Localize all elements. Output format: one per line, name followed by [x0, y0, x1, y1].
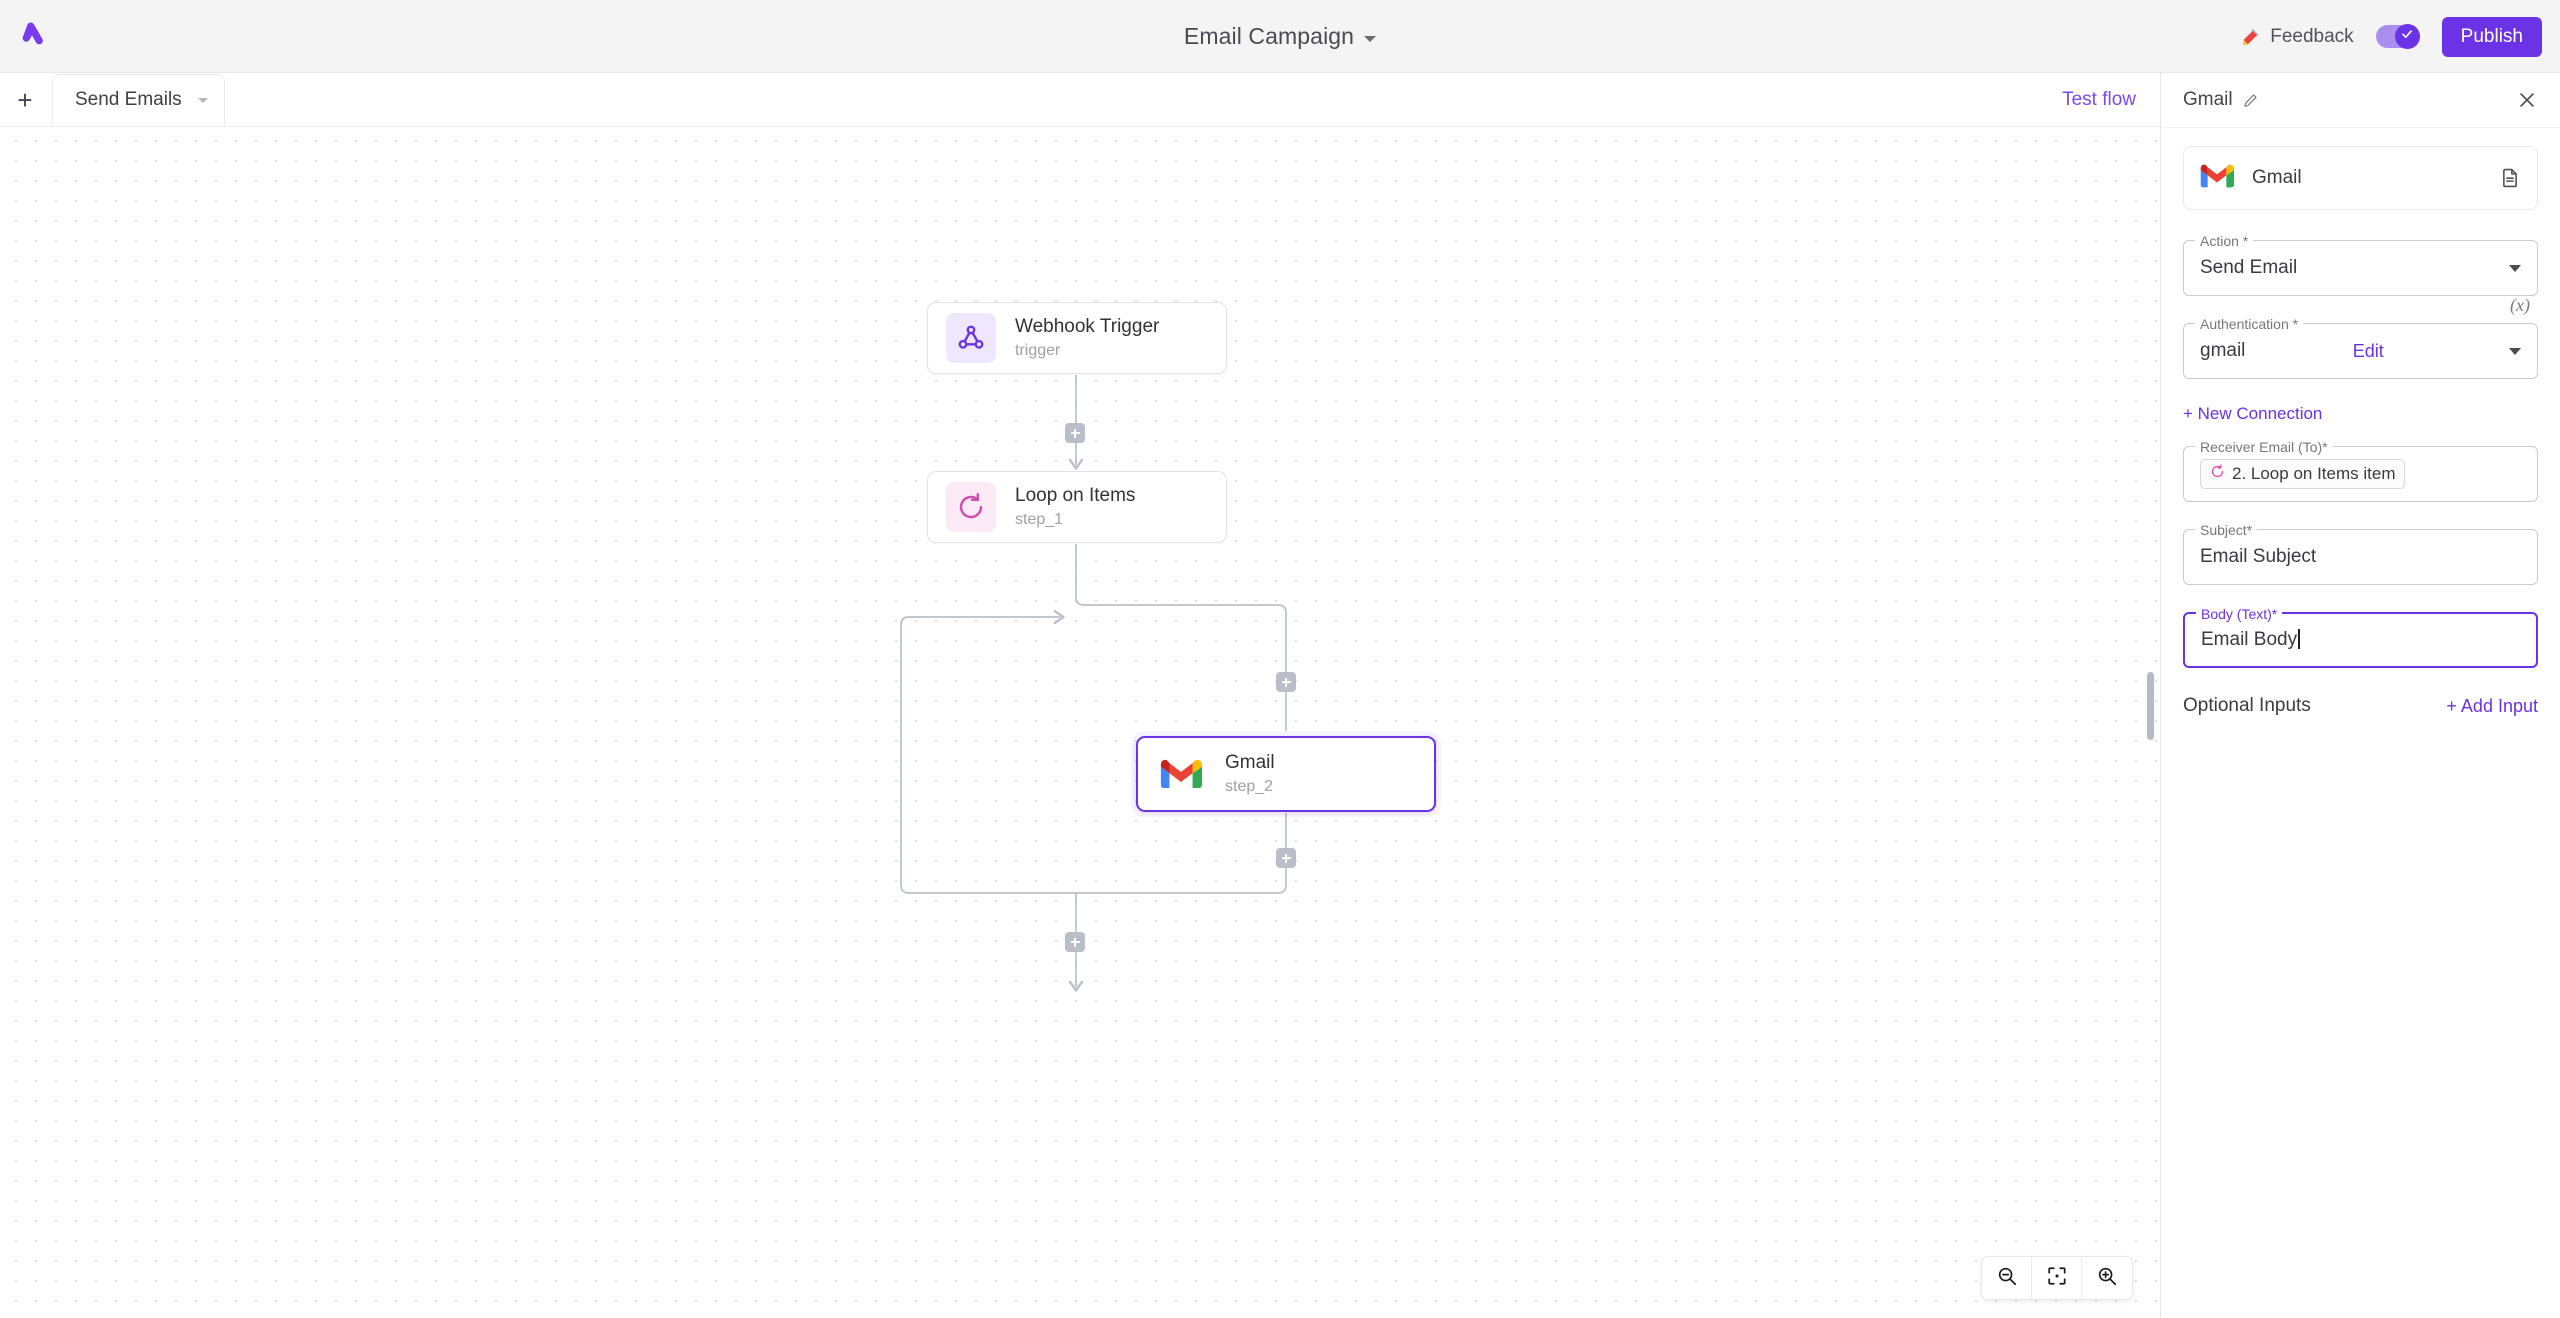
panel-title: Gmail [2183, 89, 2233, 110]
action-value: Send Email [2200, 257, 2298, 278]
authentication-value: gmail [2200, 340, 2246, 361]
feedback-label: Feedback [2270, 25, 2354, 47]
body-text-field[interactable]: Body (Text)* Email Body [2183, 606, 2538, 668]
zoom-in-button[interactable] [2082, 1257, 2132, 1299]
piece-name: Gmail [2252, 167, 2302, 188]
node-subtitle: step_1 [1015, 510, 1064, 528]
webhook-icon [946, 313, 996, 363]
step-settings-panel: Gmail Gmail [2160, 73, 2560, 1318]
node-text: Loop on Items step_1 [1015, 484, 1136, 528]
body-text-value: Email Body [2201, 629, 2300, 651]
optional-inputs-row: Optional Inputs + Add Input [2183, 695, 2538, 717]
tab-label: Send Emails [75, 89, 182, 110]
gmail-icon [2200, 163, 2234, 194]
action-select[interactable]: Action * Send Email [2183, 233, 2538, 296]
fit-view-icon [2046, 1265, 2068, 1292]
body-text-label: Body (Text)* [2196, 606, 2283, 622]
panel-body: Gmail Action * Send Email (x) Authentica… [2161, 128, 2560, 717]
add-step-button[interactable] [1065, 932, 1085, 952]
app-logo-button[interactable] [10, 14, 54, 58]
node-title: Loop on Items [1015, 484, 1136, 506]
add-step-button[interactable] [1276, 672, 1296, 692]
check-icon [2400, 27, 2414, 46]
chevron-down-icon[interactable] [197, 97, 208, 103]
zoom-out-button[interactable] [1982, 1257, 2032, 1299]
publish-button[interactable]: Publish [2441, 16, 2542, 57]
chevron-down-icon[interactable] [1364, 35, 1377, 42]
add-step-button[interactable] [1276, 848, 1296, 868]
edit-connection-link[interactable]: Edit [2352, 340, 2384, 361]
test-flow-button[interactable]: Test flow [2062, 88, 2136, 110]
authentication-row: (x) Authentication * gmail Edit [2183, 295, 2538, 379]
variable-chip-loop-item[interactable]: 2. Loop on Items item [2200, 459, 2406, 489]
fit-view-button[interactable] [2032, 1257, 2082, 1299]
node-text: Gmail step_2 [1225, 751, 1275, 795]
flow-canvas[interactable]: Webhook Trigger trigger Loop on Items st… [0, 127, 2160, 1318]
gmail-icon [1156, 749, 1206, 799]
add-input-button[interactable]: + Add Input [2446, 695, 2538, 716]
add-tab-button[interactable]: + [17, 84, 33, 115]
subject-value: Email Subject [2200, 546, 2317, 567]
flow-node-loop[interactable]: Loop on Items step_1 [927, 471, 1227, 543]
pencil-icon[interactable] [2243, 93, 2258, 108]
feedback-button[interactable]: Feedback [2240, 25, 2354, 48]
tab-send-emails[interactable]: Send Emails [52, 73, 225, 126]
node-subtitle: trigger [1015, 341, 1061, 359]
loop-icon [946, 482, 996, 532]
optional-inputs-label: Optional Inputs [2183, 695, 2311, 716]
piece-summary-card[interactable]: Gmail [2183, 146, 2538, 210]
top-bar-actions: Feedback Publish [2240, 0, 2542, 73]
activepieces-logo-icon [17, 19, 47, 54]
flow-tab-bar: + Send Emails Test flow [0, 73, 2160, 127]
close-icon[interactable] [2516, 89, 2538, 111]
flow-title-group: Email Campaign [0, 0, 2560, 73]
flow-node-gmail[interactable]: Gmail step_2 [1136, 736, 1436, 812]
authentication-select[interactable]: Authentication * gmail Edit [2183, 316, 2538, 379]
top-bar: Email Campaign Feedback [0, 0, 2560, 73]
chevron-down-icon[interactable] [2509, 264, 2521, 272]
flow-enabled-toggle[interactable] [2375, 24, 2420, 49]
subject-field[interactable]: Subject* Email Subject [2183, 522, 2538, 585]
zoom-out-icon [1996, 1265, 2018, 1292]
chevron-down-icon[interactable] [2509, 347, 2521, 355]
subject-label: Subject* [2195, 522, 2258, 538]
zoom-in-icon [2096, 1265, 2118, 1292]
receiver-email-field[interactable]: Receiver Email (To)* 2. Loop on Items it… [2183, 439, 2538, 502]
receiver-email-label: Receiver Email (To)* [2195, 439, 2333, 455]
canvas-vertical-scrollbar[interactable] [2147, 672, 2154, 740]
chip-label: 2. Loop on Items item [2232, 464, 2396, 483]
new-connection-link[interactable]: + New Connection [2183, 404, 2323, 423]
loop-icon [2210, 464, 2225, 484]
flow-node-trigger[interactable]: Webhook Trigger trigger [927, 302, 1227, 374]
toggle-knob [2394, 24, 2420, 49]
zoom-controls [1981, 1256, 2133, 1300]
authentication-label: Authentication * [2195, 316, 2304, 332]
node-title: Webhook Trigger [1015, 315, 1160, 337]
megaphone-icon [2240, 26, 2261, 47]
flow-edges [900, 375, 1287, 992]
node-title: Gmail [1225, 751, 1275, 773]
panel-header: Gmail [2161, 73, 2560, 128]
node-text: Webhook Trigger trigger [1015, 315, 1160, 359]
document-icon[interactable] [2499, 167, 2521, 189]
node-subtitle: step_2 [1225, 777, 1274, 795]
insert-variable-icon[interactable]: (x) [2510, 295, 2530, 315]
action-label: Action * [2195, 233, 2254, 249]
page-title[interactable]: Email Campaign [1183, 23, 1355, 49]
add-step-button[interactable] [1065, 423, 1085, 443]
